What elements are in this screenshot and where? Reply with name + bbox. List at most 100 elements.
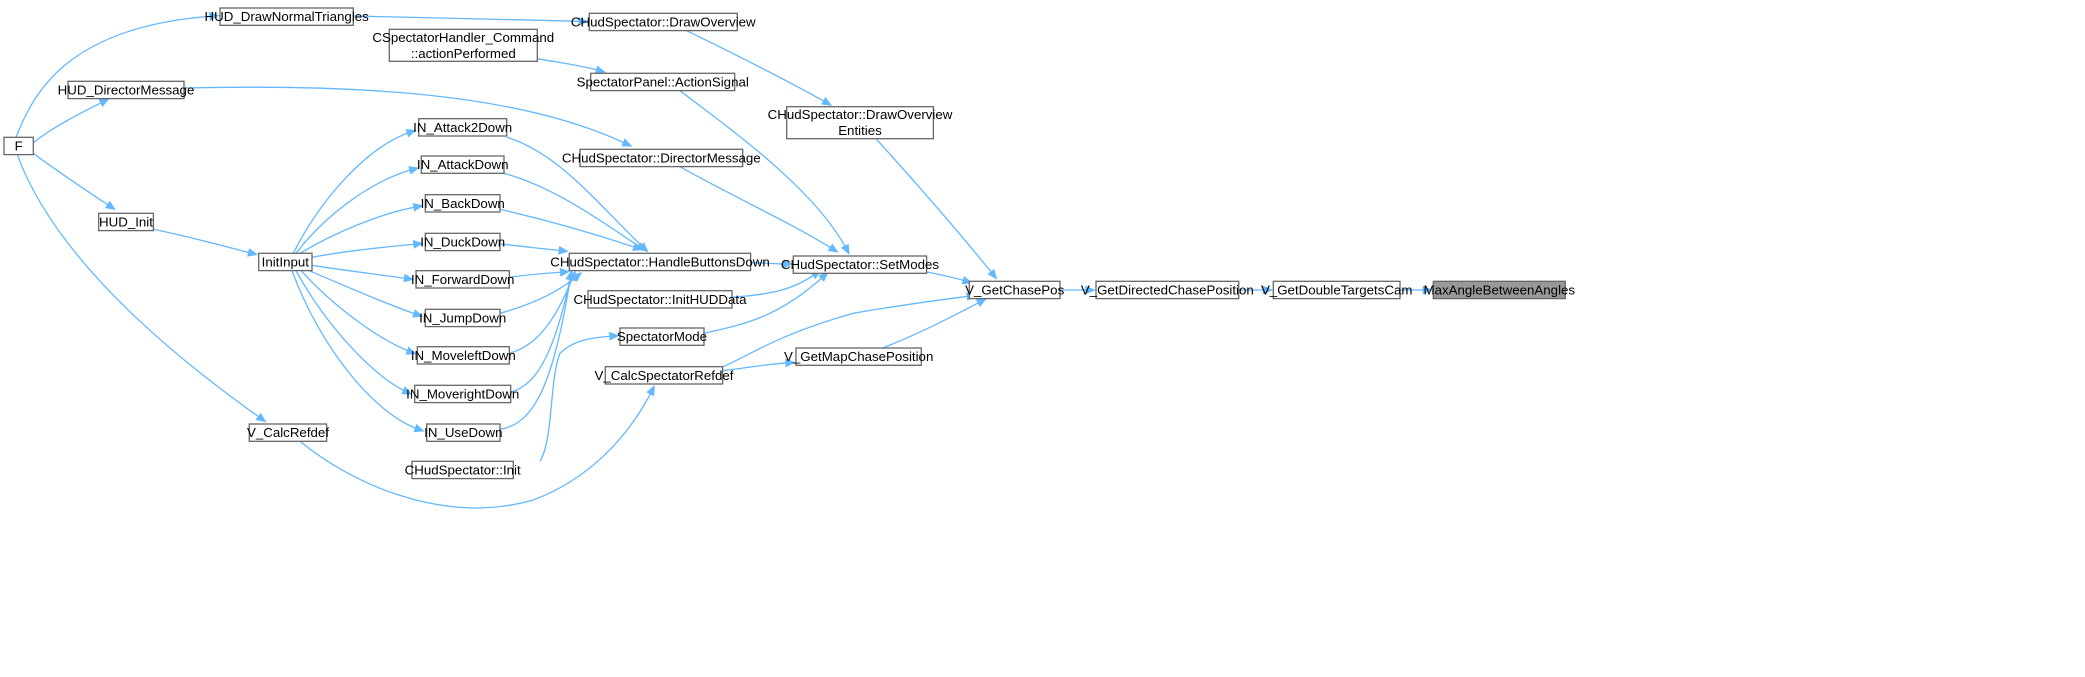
node-init-input[interactable]: InitInput	[258, 252, 313, 272]
edge-v-calc-refdef-to-v-calc-spectator-refdef	[299, 385, 655, 509]
arrowhead	[405, 129, 417, 138]
node-hud-draw-normal-triangles[interactable]: HUD_DrawNormalTriangles	[205, 7, 370, 26]
nodes-layer: MaxAngleBetweenAngles V_GetDoubleTargetsC…	[3, 7, 1576, 480]
arrowhead	[785, 358, 796, 368]
arrowhead	[821, 96, 833, 106]
node-v-get-directed-chase-position[interactable]: V_GetDirectedChasePosition	[1081, 280, 1254, 300]
edge-init-input-to-in-attack2-down	[292, 129, 417, 254]
node-label: HUD_DirectorMessage	[58, 83, 195, 98]
node-chud-spectator-set-modes[interactable]: CHudSpectator::SetModes	[781, 255, 940, 274]
arrowhead	[209, 11, 220, 21]
node-hud-director-message[interactable]: HUD_DirectorMessage	[58, 80, 195, 100]
node-label: IN_MoveleftDown	[411, 348, 516, 363]
edge-chud-spectator-handle-buttons-down-to-chud-spectator-set-modes	[750, 259, 793, 269]
node-chud-spectator-handle-buttons-down[interactable]: CHudSpectator::HandleButtonsDown	[550, 252, 770, 272]
node-label: CHudSpectator::DirectorMessage	[562, 151, 761, 166]
arrowhead	[840, 243, 850, 255]
edge-in-back-down-to-chud-spectator-handle-buttons-down	[499, 208, 644, 251]
node-cspectator-handler-command[interactable]: CSpectatorHandler_Command::actionPerform…	[372, 28, 554, 62]
node-label: CHudSpectator::DrawOverview	[571, 15, 756, 30]
arrowhead	[412, 309, 424, 318]
node-in-duck-down[interactable]: IN_DuckDown	[420, 232, 505, 252]
node-label: CHudSpectator::DrawOverview	[768, 107, 953, 122]
node-spectator-panel-action-signal[interactable]: SpectatorPanel::ActionSignal	[577, 72, 749, 92]
node-v-get-map-chase-position[interactable]: V_GetMapChasePosition	[784, 347, 933, 366]
edge-in-attack-down-to-chud-spectator-handle-buttons-down	[503, 172, 647, 252]
node-box	[418, 118, 508, 137]
arrowhead	[558, 246, 569, 255]
node-v-get-double-targets-cam[interactable]: V_GetDoubleTargetsCam	[1261, 280, 1413, 300]
edge-chud-spectator-init-to-spectator-mode	[539, 331, 620, 462]
edge-chud-spectator-director-message-to-chud-spectator-set-modes	[679, 166, 839, 253]
node-in-attack-down[interactable]: IN_AttackDown	[417, 155, 509, 174]
node-box	[424, 308, 501, 328]
node-v-get-chase-pos[interactable]: V_GetChasePos	[965, 280, 1065, 300]
node-label: CSpectatorHandler_Command	[372, 30, 554, 45]
edge-v-get-chase-pos-to-v-get-directed-chase-position	[1060, 285, 1096, 295]
node-box	[415, 270, 510, 289]
arrowhead	[559, 267, 571, 277]
edge-chud-spectator-draw-overview-to-chud-spectator-draw-overview-entities	[686, 30, 833, 106]
node-in-forward-down[interactable]: IN_ForwardDown	[411, 270, 514, 289]
arrowhead	[818, 271, 829, 282]
node-box	[1272, 280, 1401, 300]
node-chud-spectator-director-message[interactable]: CHudSpectator::DirectorMessage	[562, 148, 761, 168]
node-label: V_GetChasePos	[965, 283, 1064, 298]
node-hud-init[interactable]: HUD_Init	[98, 212, 155, 232]
node-box	[3, 136, 34, 156]
node-label: CHudSpectator::Init	[405, 463, 521, 478]
node-label: V_GetDoubleTargetsCam	[1261, 283, 1413, 298]
node-box	[568, 252, 752, 272]
node-in-jump-down[interactable]: IN_JumpDown	[419, 308, 506, 328]
node-in-moveright-down[interactable]: IN_MoverightDown	[406, 384, 519, 404]
edge-hud-init-to-init-input	[153, 228, 259, 257]
edge-init-input-to-in-duck-down	[311, 239, 424, 258]
arrowhead	[412, 239, 424, 249]
node-box	[590, 72, 736, 92]
node-box	[420, 155, 505, 174]
node-box	[588, 12, 738, 32]
node-label: IN_UseDown	[424, 425, 502, 440]
edge-in-duck-down-to-chud-spectator-handle-buttons-down	[499, 243, 569, 255]
edge-f-to-hud-director-message	[32, 98, 110, 144]
node-box	[67, 80, 185, 100]
edge-f-to-hud-draw-normal-triangles	[15, 11, 220, 138]
node-box	[411, 460, 514, 480]
node-chud-spectator-init-huddata[interactable]: CHudSpectator::InitHUDData	[574, 290, 748, 309]
arrowhead	[403, 273, 415, 283]
node-chud-spectator-init[interactable]: CHudSpectator::Init	[405, 460, 521, 480]
edge-v-get-double-targets-cam-to-max-angle-between-angles	[1400, 285, 1433, 295]
node-chud-spectator-draw-overview[interactable]: CHudSpectator::DrawOverview	[571, 12, 756, 32]
edge-in-moveleft-down-to-chud-spectator-handle-buttons-down	[509, 270, 576, 354]
node-spectator-mode[interactable]: SpectatorMode	[617, 327, 707, 346]
node-in-attack2-down[interactable]: IN_Attack2Down	[413, 118, 512, 137]
node-box	[1095, 280, 1240, 300]
node-box	[416, 346, 510, 365]
node-label: CHudSpectator::HandleButtonsDown	[550, 255, 770, 270]
node-box	[248, 423, 328, 442]
edge-hud-draw-normal-triangles-to-chud-spectator-draw-overview	[353, 15, 589, 26]
node-label: CHudSpectator::SetModes	[781, 257, 940, 272]
node-v-calc-refdef[interactable]: V_CalcRefdef	[247, 423, 329, 442]
node-v-calc-spectator-refdef[interactable]: V_CalcSpectatorRefdef	[595, 366, 734, 385]
node-max-angle-between-angles[interactable]: MaxAngleBetweenAngles	[1424, 280, 1576, 300]
node-in-back-down[interactable]: IN_BackDown	[421, 194, 505, 213]
node-in-moveleft-down[interactable]: IN_MoveleftDown	[411, 346, 516, 365]
edge-spectator-mode-to-chud-spectator-set-modes	[703, 271, 829, 334]
edge-hud-director-message-to-chud-spectator-director-message	[183, 86, 633, 147]
node-label: InitInput	[262, 255, 310, 270]
edge-in-forward-down-to-chud-spectator-handle-buttons-down	[509, 267, 571, 278]
edge-v-get-directed-chase-position-to-v-get-double-targets-cam	[1238, 285, 1273, 295]
arrowhead	[609, 331, 620, 341]
edge-init-input-to-in-use-down	[291, 270, 425, 433]
edge-init-input-to-in-moveright-down	[295, 270, 413, 395]
node-in-use-down[interactable]: IN_UseDown	[424, 423, 502, 442]
node-label: V_GetDirectedChasePosition	[1081, 283, 1254, 298]
node-label: ::actionPerformed	[411, 46, 516, 61]
arrowhead	[412, 203, 424, 212]
node-box	[424, 232, 501, 252]
node-f[interactable]: F	[3, 136, 34, 156]
edge-v-calc-spectator-refdef-to-v-get-map-chase-position	[722, 358, 796, 372]
